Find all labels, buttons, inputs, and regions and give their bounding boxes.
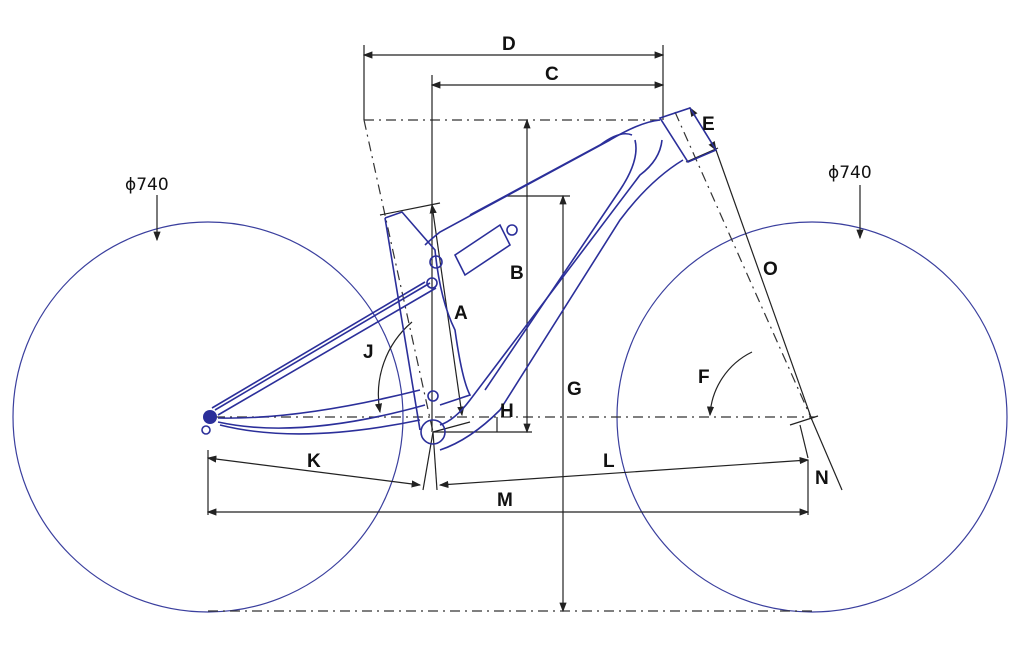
label-c: C — [545, 64, 559, 85]
label-h: H — [500, 401, 514, 422]
label-e: E — [702, 114, 715, 135]
label-b: B — [510, 263, 524, 284]
label-d: D — [502, 34, 516, 55]
label-g: G — [567, 379, 582, 400]
label-f: F — [698, 367, 710, 388]
rear-wheel-diameter-label: ϕ740 — [125, 175, 169, 195]
label-j: J — [363, 342, 374, 363]
label-l: L — [603, 451, 615, 472]
label-o: O — [763, 259, 778, 280]
reference-lines — [208, 111, 815, 612]
dimension-lines — [153, 45, 864, 613]
label-a: A — [454, 303, 468, 324]
label-k: K — [307, 451, 321, 472]
front-wheel-diameter-label: ϕ740 — [828, 163, 872, 183]
label-n: N — [815, 468, 829, 489]
rear-wheel — [12, 221, 404, 613]
label-m: M — [497, 490, 513, 511]
bike-frame — [201, 107, 718, 451]
